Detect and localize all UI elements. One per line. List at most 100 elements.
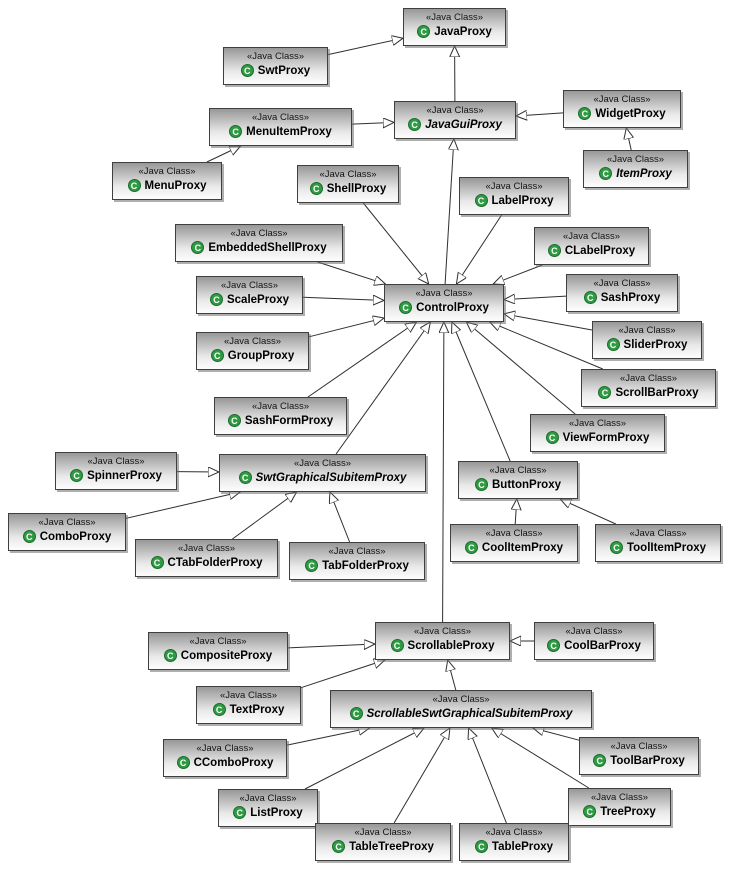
class-name: ScrollableProxy bbox=[407, 639, 495, 652]
java-class-icon: C bbox=[474, 194, 488, 207]
generalization-edge-menuproxy-to-menuitemproxy bbox=[206, 146, 241, 163]
class-name: CoolBarProxy bbox=[564, 639, 641, 652]
java-class-icon: C bbox=[598, 386, 612, 399]
generalization-edge-embeddedshellproxy-to-controlproxy bbox=[317, 261, 386, 284]
generalization-edge-toolbarproxy-to-scrollableswtgraphicalsubitemproxy bbox=[533, 728, 580, 741]
class-stereotype: «Java Class» bbox=[593, 94, 651, 105]
class-name: CompositeProxy bbox=[180, 649, 273, 662]
class-stereotype: «Java Class» bbox=[196, 743, 254, 754]
class-stereotype: «Java Class» bbox=[220, 280, 279, 291]
class-name: CLabelProxy bbox=[564, 244, 636, 257]
java-class-icon: C bbox=[609, 541, 623, 554]
java-class-icon: C bbox=[212, 703, 226, 716]
class-stereotype: «Java Class» bbox=[38, 517, 96, 528]
generalization-edge-listproxy-to-scrollableswtgraphicalsubitemproxy bbox=[304, 728, 424, 790]
class-name: CoolItemProxy bbox=[481, 541, 564, 554]
class-stereotype: «Java Class» bbox=[489, 465, 547, 476]
class-name: EmbeddedShellProxy bbox=[208, 241, 327, 254]
class-stereotype: «Java Class» bbox=[87, 456, 145, 467]
generalization-edge-tabletreeproxy-to-scrollableswtgraphicalsubitemproxy bbox=[393, 728, 450, 824]
class-stereotype: «Java Class» bbox=[610, 741, 668, 752]
class-stereotype: «Java Class» bbox=[319, 169, 377, 180]
java-class-icon: C bbox=[547, 639, 561, 652]
class-stereotype: «Java Class» bbox=[618, 325, 676, 336]
class-stereotype: «Java Class» bbox=[251, 401, 310, 412]
class-stereotype: «Java Class» bbox=[432, 694, 490, 705]
java-class-icon: C bbox=[229, 125, 243, 138]
class-stereotype: «Java Class» bbox=[328, 546, 386, 557]
class-stereotype: «Java Class» bbox=[619, 373, 678, 384]
java-class-icon: C bbox=[349, 707, 363, 720]
class-name: LabelProxy bbox=[491, 194, 554, 207]
java-class-icon: C bbox=[474, 840, 488, 853]
java-class-icon: C bbox=[305, 559, 319, 572]
class-stereotype: «Java Class» bbox=[485, 528, 543, 539]
java-class-icon: C bbox=[227, 414, 241, 427]
class-name: MenuItemProxy bbox=[246, 125, 332, 138]
class-name: ToolItemProxy bbox=[626, 541, 707, 554]
java-class-icon: C bbox=[238, 471, 252, 484]
java-class-icon: C bbox=[408, 118, 422, 131]
class-name: SwtProxy bbox=[257, 64, 311, 77]
generalization-edge-shellproxy-to-controlproxy bbox=[362, 202, 428, 284]
class-stereotype: «Java Class» bbox=[413, 626, 472, 637]
class-stereotype: «Java Class» bbox=[230, 228, 288, 239]
class-name: WidgetProxy bbox=[595, 107, 666, 120]
class-name: ScaleProxy bbox=[226, 293, 289, 306]
generalization-edge-scrollbarproxy-to-controlproxy bbox=[490, 322, 603, 370]
java-class-icon: C bbox=[593, 754, 607, 767]
class-stereotype: «Java Class» bbox=[354, 827, 412, 838]
class-name: ItemProxy bbox=[616, 167, 672, 180]
generalization-edge-menuitemproxy-to-javaguiproxy bbox=[351, 122, 394, 124]
class-stereotype: «Java Class» bbox=[425, 12, 484, 23]
class-name: ViewFormProxy bbox=[562, 431, 650, 444]
generalization-edge-scrollableproxy-to-controlproxy bbox=[443, 322, 444, 623]
generalization-edge-coolitemproxy-to-buttonproxy bbox=[515, 499, 517, 525]
class-stereotype: «Java Class» bbox=[593, 278, 651, 289]
generalization-edge-ccomboproxy-to-scrollableswtgraphicalsubitemproxy bbox=[286, 728, 370, 746]
class-stereotype: «Java Class» bbox=[293, 458, 352, 469]
generalization-edge-viewformproxy-to-controlproxy bbox=[466, 322, 576, 415]
class-stereotype: «Java Class» bbox=[562, 231, 621, 242]
